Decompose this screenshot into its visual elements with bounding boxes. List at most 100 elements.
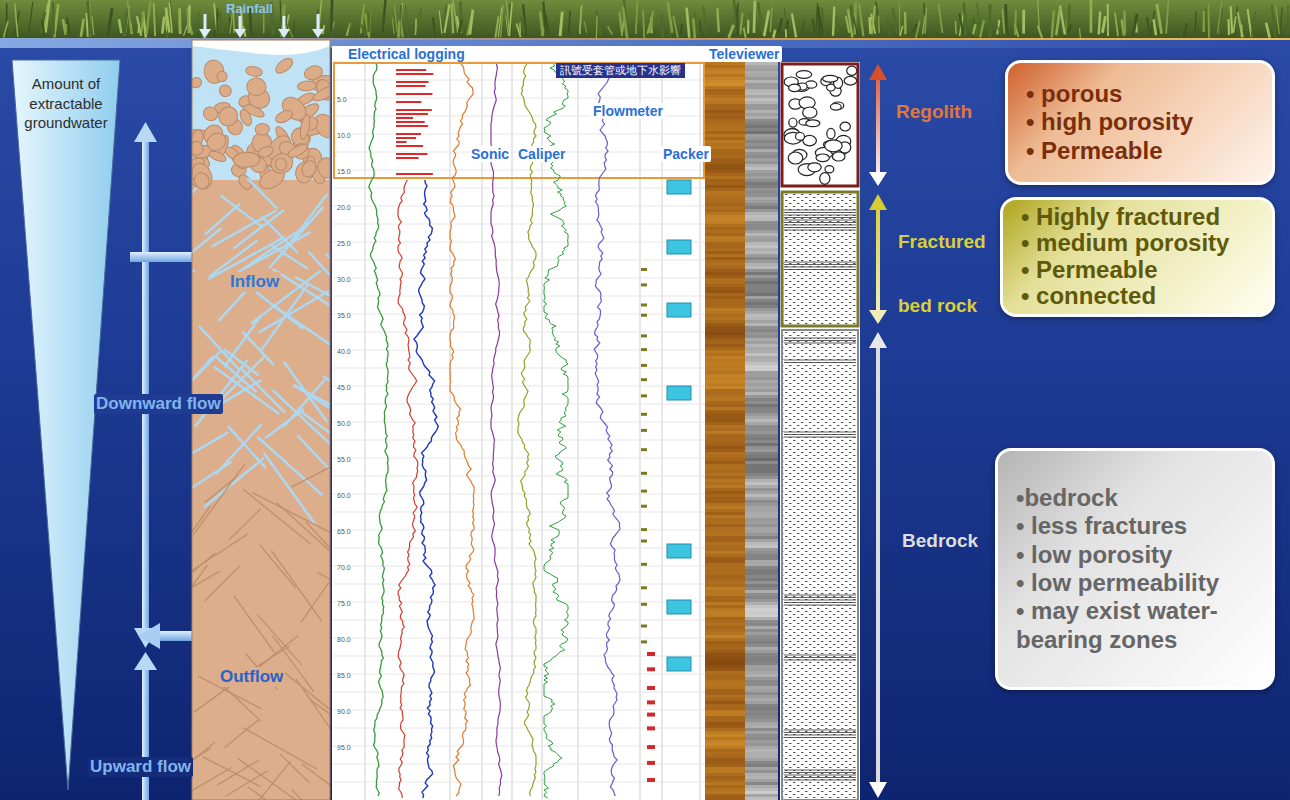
fracture [243, 332, 273, 364]
fracture [266, 410, 303, 438]
image-stripe [745, 614, 778, 617]
depth-value: 5.0 [336, 96, 348, 104]
image-stripe [745, 722, 778, 725]
image-stripe [745, 263, 778, 266]
flowmeter-mark [641, 472, 647, 475]
groundwater-funnel [12, 60, 120, 790]
grass-blade [855, 2, 856, 35]
image-stripe [705, 770, 745, 773]
grid-line [333, 386, 705, 387]
grass-blade [53, 2, 54, 34]
image-stripe [745, 632, 778, 635]
grass-blade [154, 3, 155, 36]
image-stripe [705, 272, 745, 275]
packer-mark [667, 386, 691, 400]
pebble-symbol [806, 120, 820, 127]
fracture [192, 742, 215, 775]
grass-blade [137, 16, 141, 35]
image-stripe [745, 287, 778, 290]
fracture [218, 681, 260, 720]
grass-blade [88, 1, 91, 35]
grass-blade [560, 12, 562, 37]
image-stripe [705, 488, 745, 491]
image-stripe [745, 593, 778, 596]
node-text: • medium porosity [1021, 230, 1260, 256]
fracture [206, 204, 240, 234]
fracture [229, 427, 266, 468]
log-bar [396, 121, 425, 123]
image-stripe [705, 266, 745, 269]
bedding-line [784, 360, 856, 361]
grass-blade [1006, 4, 1007, 34]
image-stripe [705, 638, 745, 641]
packer-mark [667, 544, 691, 558]
image-stripe [705, 602, 745, 605]
zone-label: Regolith [896, 101, 972, 123]
image-stripe [745, 314, 778, 317]
image-stripe [705, 524, 745, 527]
image-stripe [705, 248, 745, 251]
image-stripe [745, 479, 778, 482]
image-stripe [745, 128, 778, 131]
grass-blade [608, 26, 613, 34]
depth-value: 25.0 [336, 240, 352, 248]
image-stripe [705, 596, 745, 599]
image-stripe [705, 788, 745, 791]
image-stripe [745, 386, 778, 389]
grid-line [333, 494, 705, 495]
image-stripe [745, 98, 778, 101]
image-stripe [705, 431, 745, 434]
image-stripe [705, 293, 745, 296]
grass-blade [42, 20, 44, 38]
image-stripe [745, 62, 778, 65]
grass-blade [433, 17, 435, 37]
pebble-symbol [825, 140, 843, 152]
image-stripe [705, 278, 745, 281]
image-stripe [705, 398, 745, 401]
grid-line [578, 62, 579, 800]
image-stripe [745, 542, 778, 545]
image-stripe [705, 725, 745, 728]
pebble [204, 129, 230, 154]
image-stripe [705, 302, 745, 305]
image-stripe [745, 503, 778, 506]
image-stripe [745, 95, 778, 98]
flow-label: Inflow [228, 272, 281, 292]
log-grid [333, 62, 705, 800]
property-box: •bedrock• less fractures• low porosity• … [995, 448, 1275, 690]
grass-blade [989, 5, 992, 38]
image-stripe [705, 83, 745, 86]
depth-value: 85.0 [336, 672, 352, 680]
log-bar [396, 117, 413, 119]
image-stripe [745, 677, 778, 680]
image-stripe [705, 650, 745, 653]
image-stripe [705, 773, 745, 776]
grid-line [333, 80, 705, 81]
image-stripe [745, 377, 778, 380]
fracture [324, 377, 330, 423]
image-stripe [705, 509, 745, 512]
image-stripe [705, 251, 745, 254]
image-stripe [705, 635, 745, 638]
image-stripe [745, 737, 778, 740]
grass-blade [802, 21, 805, 35]
image-stripe [705, 332, 745, 335]
packer-mark [667, 240, 691, 254]
image-stripe [745, 581, 778, 584]
depth-value: 50.0 [336, 420, 352, 428]
image-stripe [745, 413, 778, 416]
televiewer-image [705, 62, 778, 800]
image-stripe [705, 641, 745, 644]
grass-blade [293, 21, 295, 34]
image-stripe [705, 590, 745, 593]
image-stripe [705, 140, 745, 143]
grid-line [512, 62, 513, 800]
arrow-head [869, 332, 887, 348]
image-stripe [705, 794, 745, 797]
image-stripe [705, 326, 745, 329]
image-stripe [705, 653, 745, 656]
flowmeter-mark [647, 761, 655, 765]
bedding-line [784, 600, 856, 601]
flow-label: Downward flow [94, 394, 223, 414]
